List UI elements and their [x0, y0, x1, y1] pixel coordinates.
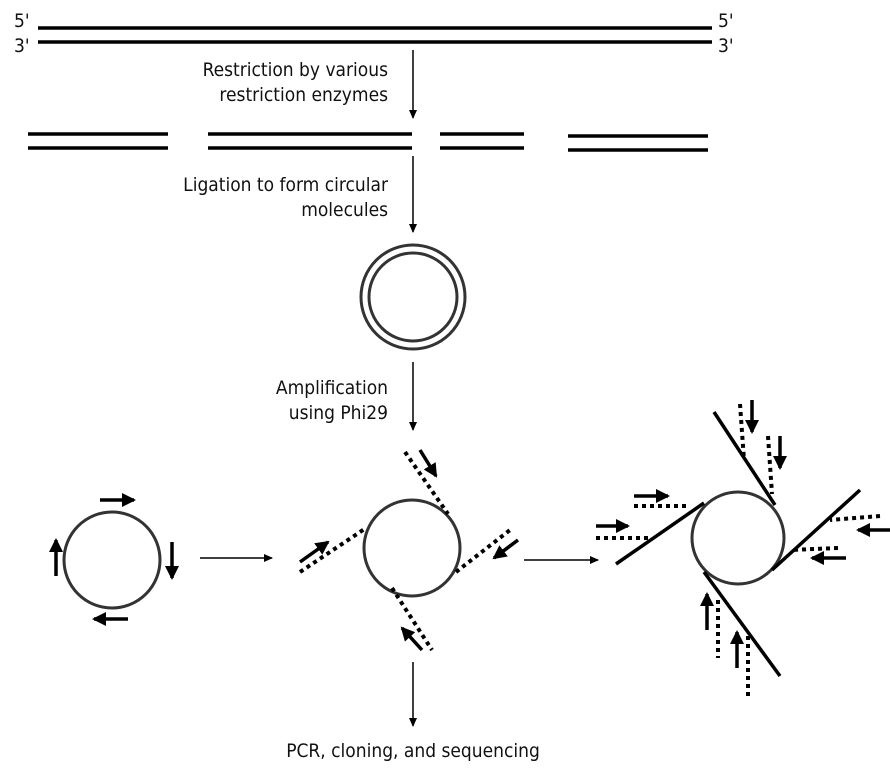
- dna-fragments: [28, 132, 708, 152]
- restriction-label-line2: restriction enzymes: [219, 84, 388, 106]
- primed-circle: [49, 493, 179, 626]
- label-3prime-left: 3': [14, 35, 30, 57]
- amplification-label-line2: using Phi29: [289, 402, 388, 424]
- amplification-label-line1: Amplification: [276, 377, 388, 399]
- hyperbranched-circle: [596, 400, 890, 700]
- circular-dna: [359, 243, 467, 351]
- ligation-label-line1: Ligation to form circular: [183, 174, 389, 196]
- genomic-dna: 5' 3' 5' 3': [14, 10, 734, 57]
- ligation-label-line2: molecules: [301, 199, 388, 221]
- label-5prime-right: 5': [718, 10, 734, 32]
- final-step-label: PCR, cloning, and sequencing: [286, 740, 540, 762]
- label-5prime-left: 5': [14, 10, 30, 32]
- restriction-label-line1: Restriction by various: [203, 59, 389, 81]
- extending-circle: [298, 449, 520, 652]
- label-3prime-right: 3': [718, 35, 734, 57]
